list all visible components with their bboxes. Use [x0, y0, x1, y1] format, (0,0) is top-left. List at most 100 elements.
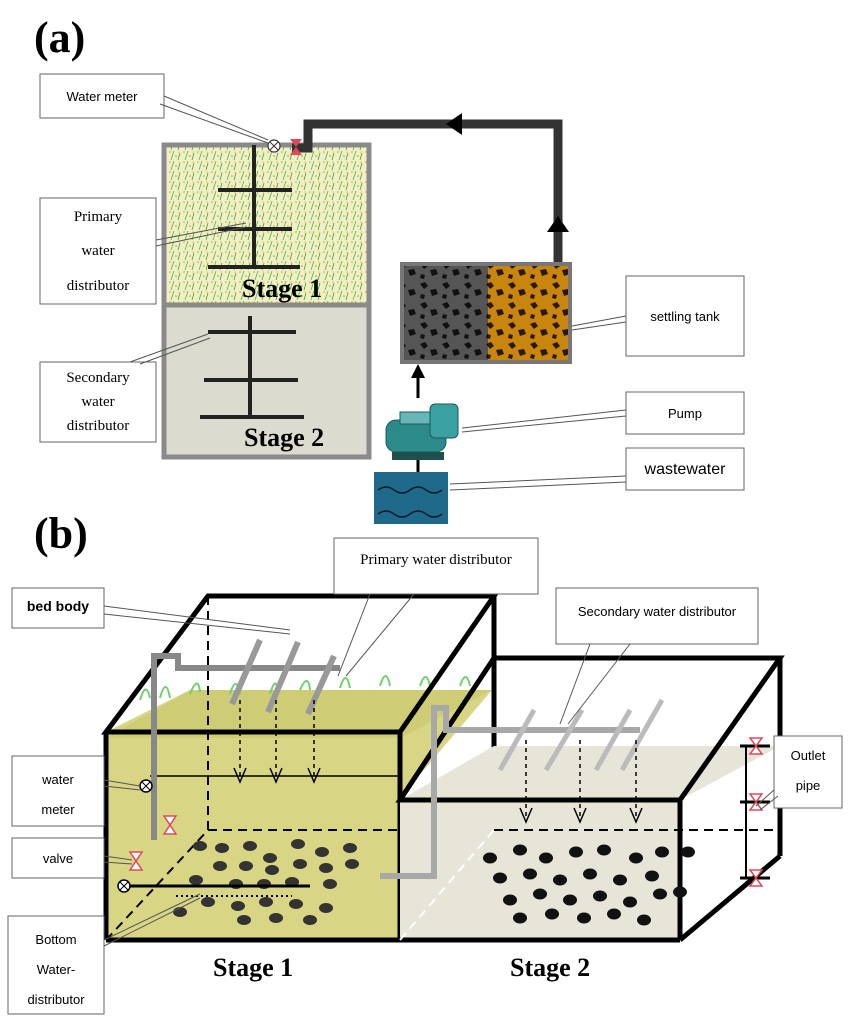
gravel-pebble — [597, 844, 611, 856]
svg-text:Bottom: Bottom — [35, 932, 76, 947]
gravel-stage1 — [173, 839, 359, 925]
flow-arrow-up-icon — [547, 216, 569, 232]
gravel-pebble — [577, 912, 591, 924]
panel-b-letter: (b) — [34, 509, 88, 558]
gravel-pebble — [239, 861, 253, 871]
primary-distributor-b — [151, 638, 340, 840]
svg-text:water: water — [41, 772, 74, 787]
gravel-pebble — [343, 843, 357, 853]
callout-wastewater: wastewater — [449, 447, 745, 491]
svg-text:Water meter: Water meter — [66, 89, 138, 104]
gravel-pebble — [673, 886, 687, 898]
panel-a-letter: (a) — [34, 13, 85, 62]
callout-bed-body: bed body — [11, 587, 291, 635]
svg-text:distributor: distributor — [67, 418, 130, 434]
gravel-pebble — [237, 915, 251, 925]
gravel-pebble — [189, 875, 203, 885]
svg-text:Secondary: Secondary — [66, 370, 130, 386]
water-meter-icon-b — [139, 779, 153, 793]
gravel-pebble — [319, 903, 333, 913]
gravel-pebble — [293, 859, 307, 869]
gravel-pebble — [583, 868, 597, 880]
gravel-pebble — [503, 894, 517, 906]
callout-valve-b: valve — [11, 837, 133, 879]
svg-text:water: water — [81, 394, 114, 410]
gravel-pebble — [533, 888, 547, 900]
stage2-box-b — [395, 655, 785, 943]
stage1-label-a: Stage 1 — [242, 274, 322, 303]
gravel-pebble — [593, 890, 607, 902]
gravel-pebble — [213, 861, 227, 871]
gravel-pebble — [303, 915, 317, 925]
svg-text:Water-: Water- — [37, 962, 76, 977]
return-pipe — [292, 119, 563, 265]
gravel-pebble — [215, 843, 229, 853]
settling-tank-frame — [400, 262, 572, 364]
valve-icon-b1 — [162, 815, 178, 835]
primary-distributor-a — [208, 145, 300, 269]
gravel-pebble — [607, 908, 621, 920]
gravel-pebble — [637, 914, 651, 926]
bottom-distributor-b — [124, 884, 310, 897]
svg-text:Outlet: Outlet — [791, 748, 826, 763]
flow-arrow-pump-icon — [411, 364, 425, 378]
svg-text:settling tank: settling tank — [650, 309, 720, 324]
pump-icon — [385, 403, 459, 460]
valve-icon-b2 — [128, 851, 144, 871]
gravel-pebble — [289, 899, 303, 909]
wastewater-tank — [374, 472, 448, 524]
secondary-distributor-b — [380, 698, 665, 879]
gravel-pebble — [563, 894, 577, 906]
water-meter-icon-bottom — [117, 879, 131, 893]
callout-outlet-pipe: Outlet pipe — [755, 735, 843, 811]
gravel-pebble — [513, 844, 527, 856]
gravel-pebble — [569, 846, 583, 858]
callout-secondary-distributor-b: Secondary water distributor — [555, 587, 759, 725]
settling-tank-left — [404, 266, 488, 360]
gravel-pebble — [291, 839, 305, 849]
stage2-label-a: Stage 2 — [244, 423, 324, 452]
gravel-pebble — [231, 901, 245, 911]
callout-primary-distributor-a: Primary water distributor — [39, 197, 247, 305]
svg-text:bed body: bed body — [27, 598, 89, 614]
gravel-pebble — [681, 846, 695, 858]
secondary-distributor-a — [200, 316, 304, 419]
gravel-pebble — [345, 859, 359, 869]
gravel-pebble — [629, 852, 643, 864]
svg-text:wastewater: wastewater — [644, 461, 727, 478]
svg-text:Secondary water distributor: Secondary water distributor — [578, 604, 737, 619]
svg-text:meter: meter — [41, 802, 75, 817]
svg-text:distributor: distributor — [27, 992, 85, 1007]
gravel-pebble — [263, 853, 277, 863]
callout-settling-tank: settling tank — [571, 275, 745, 357]
gravel-pebble — [265, 865, 279, 875]
gravel-pebble — [319, 863, 333, 873]
gravel-pebble — [553, 874, 567, 886]
callout-primary-distributor-b: Primary water distributor — [333, 537, 539, 677]
svg-text:Primary: Primary — [74, 209, 123, 225]
stage1-tank-media — [161, 142, 372, 308]
svg-text:pipe: pipe — [796, 778, 821, 793]
gravel-pebble — [655, 846, 669, 858]
gravel-pebble — [243, 841, 257, 851]
gravel-pebble — [645, 870, 659, 882]
gravel-pebble — [545, 908, 559, 920]
callout-pump: Pump — [461, 391, 745, 435]
gravel-pebble — [493, 872, 507, 884]
gravel-pebble — [315, 847, 329, 857]
outlet-pipes — [740, 737, 770, 887]
valve-icon-a — [290, 139, 302, 155]
gravel-pebble — [623, 896, 637, 908]
gravel-pebble — [539, 852, 553, 864]
callout-bottom-distributor: Bottom Water- distributor — [7, 893, 201, 1015]
gravel-pebble — [269, 913, 283, 923]
gravel-pebble — [323, 879, 337, 889]
svg-text:Primary water distributor: Primary water distributor — [360, 552, 512, 568]
svg-text:Pump: Pump — [668, 406, 702, 421]
svg-text:distributor: distributor — [67, 278, 130, 294]
gravel-pebble — [523, 868, 537, 880]
gravel-pebble — [259, 897, 273, 907]
gravel-stage2 — [483, 844, 695, 926]
gravel-pebble — [613, 874, 627, 886]
